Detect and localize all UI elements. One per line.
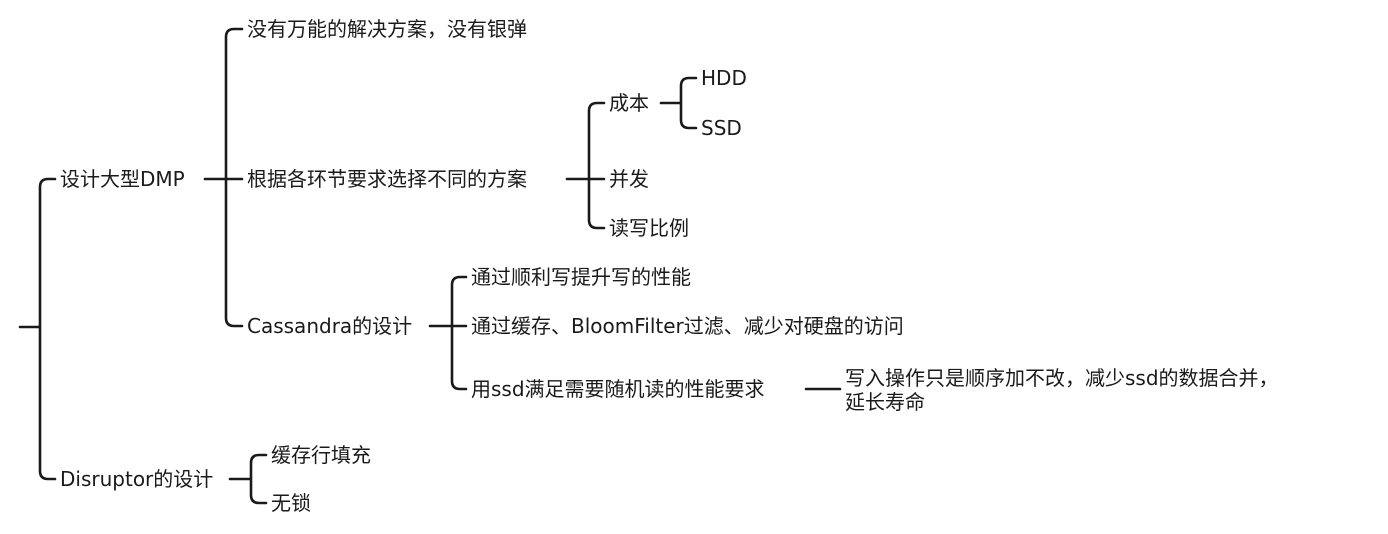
connector-cost xyxy=(659,76,698,130)
node-cache-line-padding[interactable]: 缓存行填充 xyxy=(271,443,371,467)
node-hdd[interactable]: HDD xyxy=(701,66,747,90)
node-cassandra[interactable]: Cassandra的设计 xyxy=(247,314,413,338)
node-no-silver-bullet[interactable]: 没有万能的解决方案，没有银弹 xyxy=(247,17,527,41)
connector-disruptor xyxy=(228,453,268,505)
node-concurrency[interactable]: 并发 xyxy=(609,167,649,191)
connector-cassandra xyxy=(428,275,468,391)
node-rw-ratio[interactable]: 读写比例 xyxy=(609,216,689,240)
node-append-only-line-1: 写入操作只是顺序加不改，减少ssd的数据合并， xyxy=(845,366,1279,390)
node-ssd[interactable]: SSD xyxy=(701,116,742,140)
node-append-only[interactable]: 写入操作只是顺序加不改，减少ssd的数据合并， 延长寿命 xyxy=(845,366,1279,414)
node-choose-solution[interactable]: 根据各环节要求选择不同的方案 xyxy=(247,167,527,191)
node-cost[interactable]: 成本 xyxy=(609,91,649,115)
node-ssd-random-read[interactable]: 用ssd满足需要随机读的性能要求 xyxy=(471,377,765,401)
node-disruptor[interactable]: Disruptor的设计 xyxy=(60,467,214,491)
node-lock-free[interactable]: 无锁 xyxy=(271,491,311,515)
node-seq-write[interactable]: 通过顺利写提升写的性能 xyxy=(471,265,691,289)
connector-root xyxy=(18,177,57,481)
node-dmp[interactable]: 设计大型DMP xyxy=(60,167,185,191)
node-append-only-line-2: 延长寿命 xyxy=(845,390,925,414)
connector-dmp xyxy=(203,27,244,328)
node-cache-bloomfilter[interactable]: 通过缓存、BloomFilter过滤、减少对硬盘的访问 xyxy=(471,314,904,338)
connector-choose xyxy=(565,101,606,230)
